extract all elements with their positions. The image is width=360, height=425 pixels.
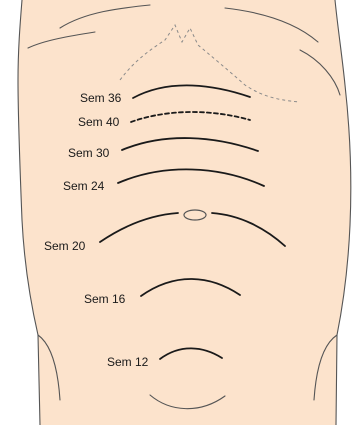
label-week30: Sem 30 [68, 146, 110, 160]
label-week20: Sem 20 [44, 239, 86, 253]
torso-body [18, 0, 351, 425]
label-week40: Sem 40 [78, 115, 120, 129]
label-week16: Sem 16 [84, 292, 126, 306]
label-week24: Sem 24 [63, 179, 105, 193]
label-week12: Sem 12 [107, 355, 149, 369]
label-week36: Sem 36 [80, 91, 122, 105]
